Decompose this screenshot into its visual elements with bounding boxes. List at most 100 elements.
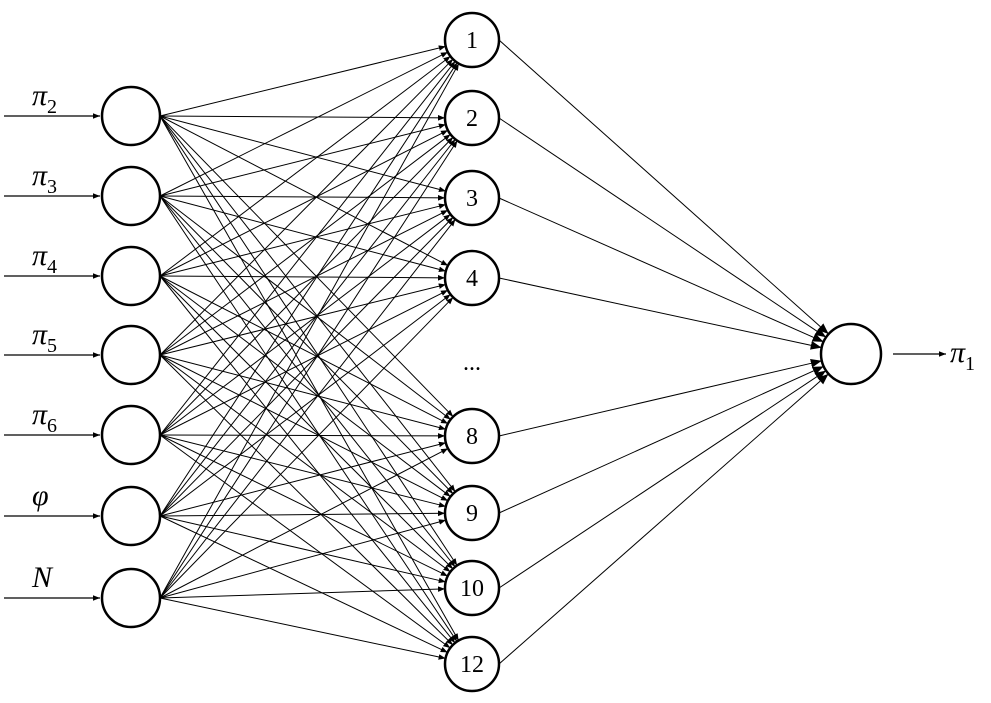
input-node-4 xyxy=(100,324,162,386)
edge-input-4-to-hidden-8 xyxy=(159,354,446,431)
input-node-2 xyxy=(100,165,162,227)
hidden-node-9 xyxy=(443,484,501,542)
edge-input-3-to-hidden-1 xyxy=(159,55,451,277)
edge-input-3-to-hidden-12 xyxy=(159,275,456,644)
input-label-5: π6 xyxy=(32,398,57,437)
edge-input-3-to-hidden-10 xyxy=(159,275,454,570)
hidden-node-label: 10 xyxy=(460,576,484,602)
input-label-symbol: φ xyxy=(32,479,49,512)
edge-input-3-to-hidden-8 xyxy=(159,275,449,425)
input-node-3 xyxy=(100,245,162,307)
hidden-node-3 xyxy=(443,169,501,227)
input-node-5 xyxy=(100,404,162,466)
input-label-7: N xyxy=(31,561,54,594)
input-label-3: π4 xyxy=(32,239,57,278)
edge-input-4-to-hidden-12 xyxy=(159,354,454,646)
hidden-node-label: 2 xyxy=(466,106,478,132)
edge-input-1-to-hidden-3 xyxy=(159,115,447,193)
edge-input-4-to-hidden-9 xyxy=(159,354,449,502)
edge-input-5-to-hidden-12 xyxy=(159,434,451,649)
edge-hidden-12-to-output xyxy=(498,373,829,665)
input-to-hidden-connections xyxy=(159,45,460,660)
edge-input-5-to-hidden-2 xyxy=(159,136,454,436)
input-label-subscript: 6 xyxy=(47,415,57,437)
edge-input-5-to-hidden-4 xyxy=(159,289,449,436)
input-label-symbol: N xyxy=(31,561,54,594)
input-label-subscript: 3 xyxy=(47,176,57,198)
edge-input-3-to-hidden-4 xyxy=(159,274,446,281)
edge-hidden-4-to-output xyxy=(498,277,822,350)
edge-hidden-3-to-output xyxy=(498,197,824,343)
edge-input-5-to-hidden-3 xyxy=(159,213,451,436)
edge-input-7-to-hidden-12 xyxy=(159,597,446,660)
input-node-6 xyxy=(100,485,162,547)
edge-input-7-to-hidden-1 xyxy=(159,63,460,599)
hidden-node-label: 1 xyxy=(466,28,478,54)
edge-hidden-2-to-output xyxy=(498,117,827,338)
edge-input-1-to-hidden-8 xyxy=(159,115,454,418)
edge-input-6-to-hidden-4 xyxy=(159,293,451,517)
input-label-4: π5 xyxy=(32,318,57,357)
edge-input-7-to-hidden-2 xyxy=(159,140,458,599)
hidden-node-label: 3 xyxy=(466,186,478,212)
edge-input-2-to-hidden-10 xyxy=(159,195,456,568)
input-label-2: π3 xyxy=(32,159,57,198)
edge-input-2-to-hidden-4 xyxy=(159,195,447,273)
output-label-subscript: 1 xyxy=(965,353,975,375)
hidden-node-label: 12 xyxy=(460,652,484,678)
input-layer xyxy=(100,85,162,629)
edge-input-2-to-hidden-1 xyxy=(159,51,449,197)
edge-input-1-to-hidden-2 xyxy=(159,114,446,121)
edge-hidden-8-to-output xyxy=(498,359,822,437)
input-node-7 xyxy=(100,567,162,629)
edge-input-1-to-hidden-4 xyxy=(159,115,449,267)
input-label-symbol: π xyxy=(32,239,48,272)
edge-input-3-to-hidden-3 xyxy=(159,203,446,277)
edge-hidden-10-to-output xyxy=(498,370,827,589)
edge-input-6-to-hidden-2 xyxy=(159,138,456,517)
edge-input-2-to-hidden-2 xyxy=(159,123,446,197)
edge-input-3-to-hidden-9 xyxy=(159,275,451,498)
edge-hidden-1-to-output xyxy=(498,39,829,335)
hidden-node-4 xyxy=(443,249,501,307)
output-node xyxy=(819,322,883,386)
output-label: π1 xyxy=(950,336,975,375)
edge-input-2-to-hidden-3 xyxy=(159,194,446,201)
hidden-node-1 xyxy=(443,11,501,69)
edge-input-4-to-hidden-2 xyxy=(159,133,451,356)
edge-input-7-to-hidden-4 xyxy=(159,296,454,599)
edge-input-2-to-hidden-8 xyxy=(159,195,451,420)
edge-input-1-to-hidden-1 xyxy=(159,45,446,117)
edge-input-1-to-hidden-12 xyxy=(159,115,460,641)
hidden-node-2 xyxy=(443,89,501,147)
edge-input-4-to-hidden-4 xyxy=(159,283,446,356)
hidden-ellipsis: ... xyxy=(463,350,481,376)
input-label-symbol: π xyxy=(32,398,48,431)
edge-input-2-to-hidden-12 xyxy=(159,195,458,642)
hidden-node-label: 4 xyxy=(466,266,478,292)
edge-input-7-to-hidden-10 xyxy=(159,586,446,599)
edge-input-3-to-hidden-2 xyxy=(159,129,449,277)
edge-input-6-to-hidden-8 xyxy=(159,441,446,517)
input-label-symbol: π xyxy=(32,79,48,112)
input-label-subscript: 4 xyxy=(47,256,57,278)
input-label-symbol: π xyxy=(32,159,48,192)
edge-hidden-9-to-output xyxy=(498,365,824,514)
edge-input-7-to-hidden-8 xyxy=(159,447,449,599)
edge-input-5-to-hidden-10 xyxy=(159,434,448,577)
input-label-symbol: π xyxy=(32,318,48,351)
edge-input-5-to-hidden-9 xyxy=(159,434,446,508)
output-label-symbol: π xyxy=(950,336,966,369)
edge-input-1-to-hidden-9 xyxy=(159,115,456,493)
hidden-node-label: 9 xyxy=(466,501,478,527)
edge-input-6-to-hidden-1 xyxy=(159,62,458,517)
edge-input-7-to-hidden-3 xyxy=(159,218,456,599)
hidden-node-label: 8 xyxy=(466,424,478,450)
edge-input-6-to-hidden-3 xyxy=(159,216,454,517)
input-label-1: π2 xyxy=(32,79,57,118)
hidden-node-12 xyxy=(443,635,501,693)
edge-input-4-to-hidden-3 xyxy=(159,209,449,356)
edge-input-5-to-hidden-1 xyxy=(159,60,456,436)
